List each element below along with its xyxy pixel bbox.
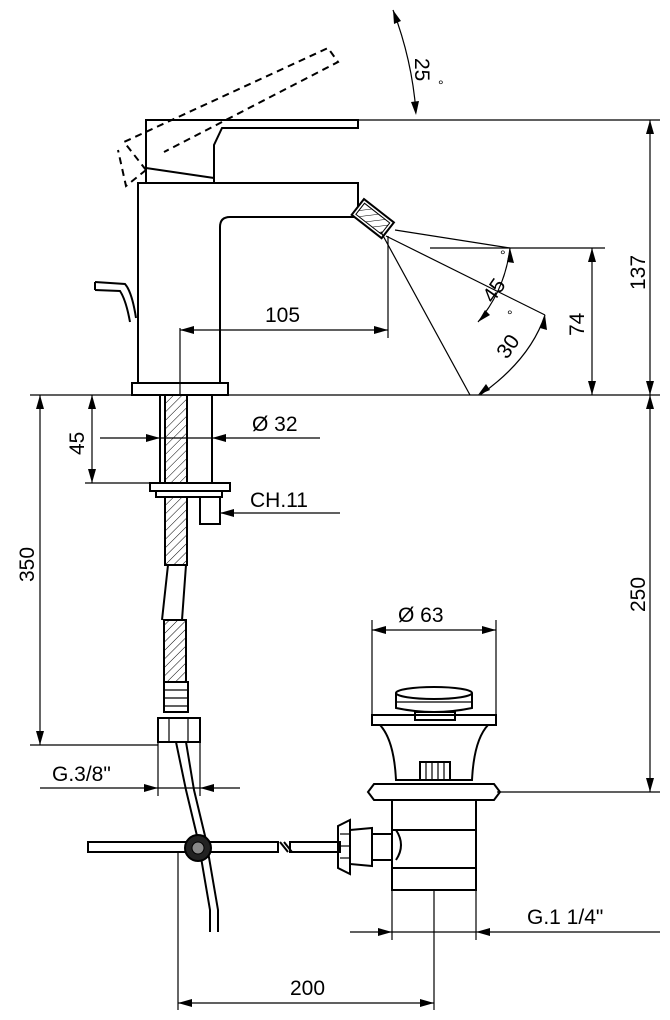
waste-thread-label: G.1 1/4" <box>527 906 603 929</box>
lever-angle-label: 25 <box>410 58 433 81</box>
dimension-lines <box>30 9 660 1010</box>
spout-angle-30-label: 30 <box>492 331 524 363</box>
lever-angle-degree: ° <box>438 77 444 93</box>
waste-diameter-label: Ø 63 <box>398 604 444 627</box>
lever-raised-position <box>117 46 340 188</box>
shank <box>149 394 231 566</box>
spout-angle-45-degree: ° <box>500 247 506 263</box>
spout-angle-30-degree: ° <box>507 307 513 323</box>
shank-diameter-label: Ø 32 <box>252 413 298 436</box>
shank-height-label: 45 <box>66 432 89 455</box>
inlet-thread-label: G.3/8" <box>52 763 111 786</box>
hose-length-label: 350 <box>16 547 39 582</box>
spout-angle-45-label: 45 <box>478 275 510 307</box>
waste-control-rod <box>87 834 341 862</box>
center-distance-label: 200 <box>290 977 325 1000</box>
height-total-label: 137 <box>627 255 650 290</box>
lever-handle <box>145 119 359 183</box>
pop-up-waste <box>337 686 502 891</box>
popup-rod <box>94 281 137 323</box>
below-deck-label: 250 <box>627 577 650 612</box>
spout-height-label: 74 <box>566 312 589 336</box>
nut-size-label: CH.11 <box>250 489 308 512</box>
spout-reach-label: 105 <box>265 304 300 327</box>
faucet-body <box>131 182 359 396</box>
flexible-hose <box>157 564 219 932</box>
dimension-labels: 25 ° 137 45 ° 30 ° 74 105 45 Ø 32 CH.11 … <box>16 58 650 1000</box>
spout-aerator <box>350 197 396 240</box>
spray-angle-lines <box>380 229 546 396</box>
